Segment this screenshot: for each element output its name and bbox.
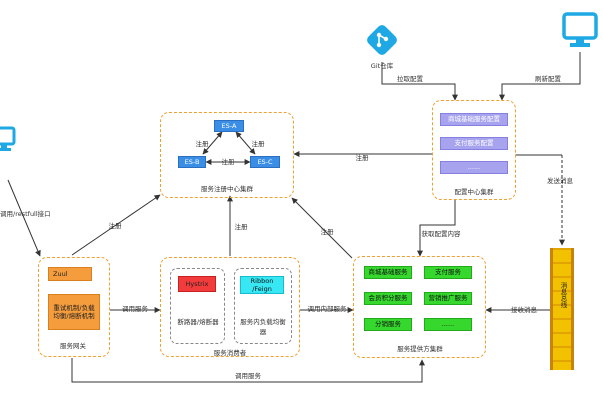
es-peer-label-ac: 注册 bbox=[251, 140, 265, 148]
es-peer-label-bc: 注册 bbox=[221, 158, 235, 166]
edge-es-a-c bbox=[235, 131, 256, 155]
edge-label-refresh-config: 刷新配置 bbox=[535, 75, 561, 83]
provider-service-mall[interactable]: 商城基础服务 bbox=[364, 266, 412, 279]
edge-client-call bbox=[7, 179, 41, 257]
consumer-cluster bbox=[160, 257, 300, 357]
edge-bottom-call bbox=[71, 358, 425, 383]
config-center-title: 配置中心集群 bbox=[454, 188, 494, 196]
monitor-icon bbox=[0, 126, 16, 151]
provider-title: 服务提供方集群 bbox=[397, 345, 443, 353]
edge-es-a-b bbox=[202, 131, 223, 155]
message-bus-icon bbox=[552, 248, 572, 370]
zuul-box[interactable]: Zuul bbox=[48, 267, 92, 281]
edge-label-gateway-consumer: 调用服务 bbox=[122, 305, 148, 313]
es-node-a[interactable]: ES-A bbox=[214, 120, 244, 132]
gateway-features-box[interactable]: 重试机制/负载均衡/熔断机制 bbox=[48, 294, 100, 330]
config-item-more[interactable]: ...... bbox=[440, 161, 508, 174]
edge-label-consumer-provider: 调用内部服务 bbox=[307, 305, 347, 313]
config-item-mall[interactable]: 商城基础服务配置 bbox=[440, 113, 508, 126]
edge-label-recv-msg: 接收消息 bbox=[511, 306, 537, 314]
edge-provider-register bbox=[291, 197, 353, 259]
config-item-payment[interactable]: 支付服务配置 bbox=[440, 137, 508, 150]
edge-gateway-register bbox=[71, 194, 161, 256]
ribbon-panel bbox=[234, 268, 292, 344]
edge-fetch-config bbox=[417, 200, 456, 257]
es-node-c[interactable]: ES-C bbox=[250, 156, 280, 168]
edge-label-config-register: 注册 bbox=[355, 154, 369, 162]
hystrix-desc: 断路器/熔断器 bbox=[177, 318, 219, 326]
provider-service-more[interactable]: ...... bbox=[424, 318, 472, 331]
provider-service-marketing[interactable]: 营销推广服务 bbox=[424, 292, 472, 305]
git-icon bbox=[367, 25, 397, 55]
consumer-title: 服务消费者 bbox=[213, 349, 247, 357]
message-bus-label: 消息总线 bbox=[559, 282, 567, 308]
provider-service-payment[interactable]: 支付服务 bbox=[424, 266, 472, 279]
edge-refresh-config bbox=[499, 52, 581, 101]
provider-service-points[interactable]: 会员积分服务 bbox=[364, 292, 412, 305]
ribbon-desc: 服务内负载均衡器 bbox=[240, 318, 286, 336]
edge-label-bottom-call: 调用服务 bbox=[235, 372, 261, 380]
hystrix-box[interactable]: Hystrix bbox=[178, 276, 216, 292]
es-peer-label-ab: 注册 bbox=[195, 140, 209, 148]
ribbon-feign-box[interactable]: Ribbon /Feign bbox=[240, 276, 284, 294]
edge-label-send-msg: 发送消息 bbox=[547, 177, 573, 185]
hystrix-panel bbox=[170, 268, 225, 344]
edge-label-client-call: 调用/restfull接口 bbox=[0, 210, 51, 218]
gateway-cluster bbox=[38, 257, 110, 357]
git-label: Git仓库 bbox=[370, 62, 394, 70]
config-center-cluster bbox=[432, 100, 516, 200]
es-node-b[interactable]: ES-B bbox=[178, 156, 206, 168]
edge-label-pull-config: 拉取配置 bbox=[397, 75, 423, 83]
edge-label-fetch-config: 获取配置内容 bbox=[421, 230, 461, 238]
edge-label-provider-register: 注册 bbox=[320, 228, 334, 236]
gateway-title: 服务网关 bbox=[60, 342, 86, 350]
edge-pull-config bbox=[381, 62, 458, 101]
monitor-icon bbox=[562, 12, 598, 47]
provider-service-distribution[interactable]: 分销服务 bbox=[364, 318, 412, 331]
edge-label-consumer-register: 注册 bbox=[234, 223, 248, 231]
registry-title: 服务注册中心集群 bbox=[201, 185, 253, 193]
provider-cluster bbox=[353, 256, 486, 358]
registry-cluster bbox=[160, 112, 294, 198]
edge-label-gateway-register: 注册 bbox=[108, 222, 122, 230]
